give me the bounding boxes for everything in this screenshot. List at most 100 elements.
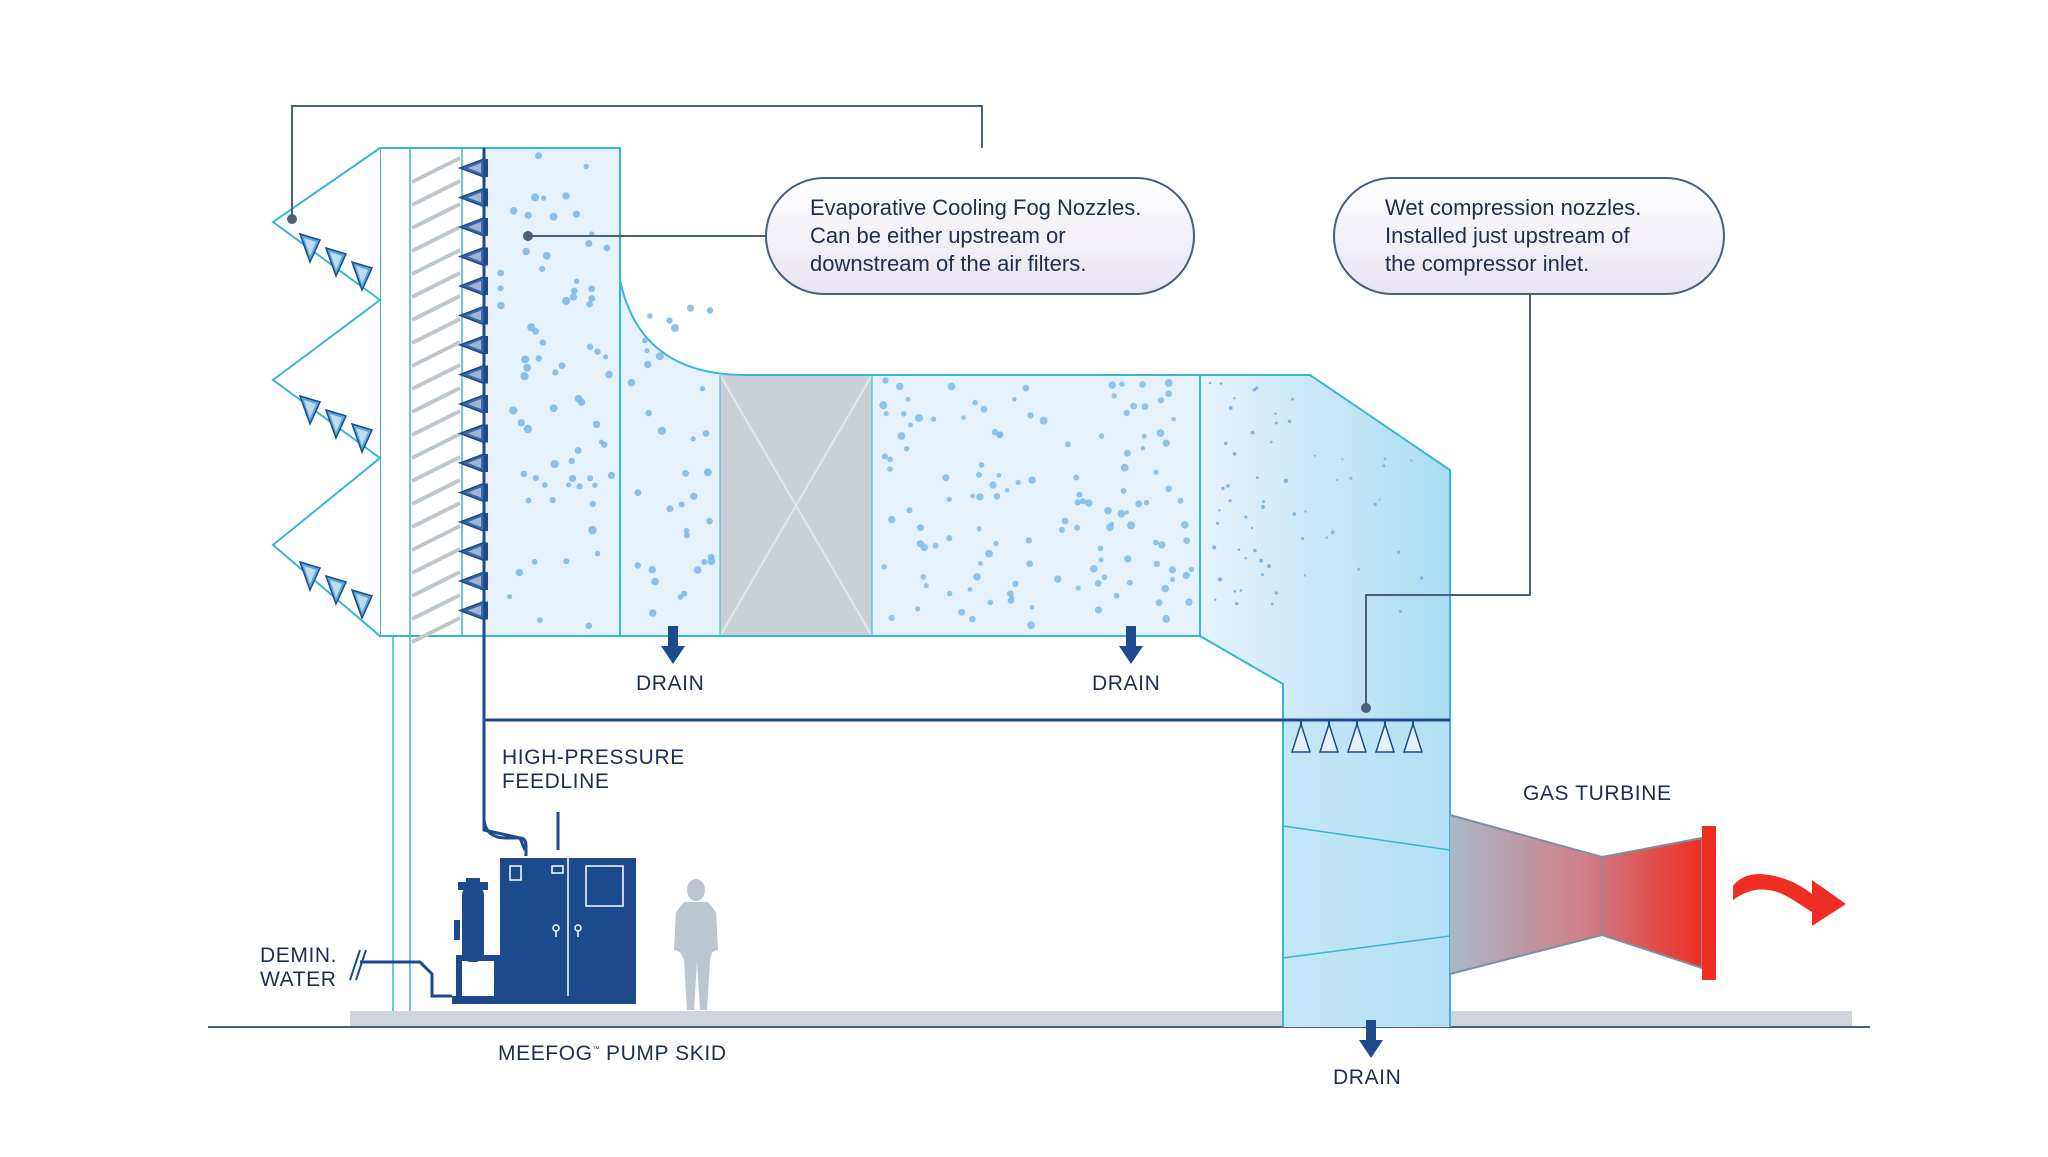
fog-droplet: [989, 481, 997, 489]
fog-droplet: [1127, 521, 1136, 530]
gas-turbine-label: GAS TURBINE: [1523, 782, 1672, 805]
feedline-label: HIGH-PRESSURE FEEDLINE: [502, 746, 685, 794]
fog-droplet: [1349, 476, 1353, 480]
fog-droplet: [603, 354, 609, 360]
fog-droplet: [961, 415, 966, 420]
fog-droplet: [644, 360, 652, 369]
fog-droplet: [882, 377, 889, 384]
hatch-line: [411, 570, 461, 598]
nozzle-mount: [484, 336, 488, 354]
nozzle-mount: [484, 188, 488, 207]
fog-droplet: [1274, 421, 1278, 425]
fog-droplet: [915, 414, 923, 422]
fog-droplet: [1244, 515, 1248, 519]
fog-droplet: [522, 247, 530, 256]
fog-droplet: [1226, 484, 1230, 488]
fog-droplets: [497, 152, 1424, 630]
fog-droplet: [1218, 509, 1221, 512]
fog-droplet: [693, 566, 702, 574]
fog-droplet: [601, 441, 608, 448]
fog-droplet: [1224, 441, 1228, 446]
wet-callout-leader: [1365, 294, 1531, 708]
fog-droplet: [648, 566, 656, 574]
gas-turbine-body: [1450, 815, 1702, 974]
fog-droplet: [1098, 557, 1104, 563]
hatch-line: [411, 593, 461, 621]
nozzle-highlight: [356, 266, 368, 284]
fog-droplet: [666, 505, 674, 513]
feedline-label-line-1: HIGH-PRESSURE: [502, 746, 685, 769]
fog-droplet: [562, 192, 570, 200]
fog-droplet: [1239, 589, 1243, 592]
fog-droplet: [1119, 381, 1125, 387]
fog-droplet: [1076, 491, 1083, 498]
nozzle-highlight: [468, 222, 481, 232]
fog-droplet: [1260, 505, 1265, 509]
fog-droplet: [1039, 416, 1048, 425]
fog-droplet: [1012, 396, 1017, 402]
fog-droplet: [987, 599, 994, 606]
fog-nozzles-callout: Evaporative Cooling Fog Nozzles. Can be …: [810, 194, 1141, 278]
fog-droplet: [1217, 577, 1223, 582]
vertical-duct-band-2: [1282, 935, 1451, 959]
fog-droplet: [1283, 478, 1289, 484]
fog-droplet: [1106, 523, 1114, 532]
fog-droplet: [549, 212, 558, 221]
fog-droplet: [1155, 599, 1163, 607]
pump-skid-label: MEEFOG™ PUMP SKID: [498, 1038, 727, 1066]
fog-droplet: [1274, 412, 1277, 415]
fog-droplet: [1111, 393, 1117, 399]
fog-droplet: [1022, 384, 1030, 392]
fog-droplet: [647, 313, 653, 319]
fog-droplet: [946, 535, 953, 542]
nozzle-icon: [1346, 721, 1368, 753]
fog-droplet: [985, 549, 993, 558]
nozzle-icon: [1402, 721, 1424, 753]
fog-droplet: [1101, 574, 1108, 581]
fog-droplet: [1270, 602, 1274, 606]
fog-droplet: [1233, 590, 1237, 593]
hatch-line: [411, 202, 461, 230]
fog-droplet: [1188, 566, 1195, 573]
fog-droplet: [687, 304, 695, 312]
fog-droplet: [1244, 557, 1248, 560]
fog-droplet: [1274, 591, 1279, 595]
nozzle-highlight: [330, 580, 342, 598]
fog-droplet: [558, 362, 566, 369]
nozzle-mount: [484, 306, 488, 325]
fog-droplet: [887, 456, 893, 463]
fog-droplet: [568, 474, 577, 482]
fog-droplet: [535, 152, 543, 160]
fog-droplet: [969, 615, 976, 623]
fog-droplet: [1130, 402, 1138, 410]
fog-droplet: [1168, 566, 1176, 574]
fog-droplet: [888, 515, 896, 524]
fog-droplet: [1330, 530, 1335, 534]
nozzle-highlight: [468, 399, 481, 409]
fog-droplet: [967, 587, 973, 592]
fog-droplet: [1108, 381, 1116, 389]
fog-droplet: [1074, 524, 1081, 531]
fog-droplet: [497, 301, 505, 310]
fog-droplet: [1015, 479, 1021, 485]
fog-droplet: [1085, 499, 1093, 507]
fog-droplet: [574, 447, 582, 454]
fog-droplet: [603, 244, 611, 252]
fog-droplet: [976, 493, 984, 501]
fog-droplet: [1396, 550, 1401, 554]
nozzle-icon: [1290, 721, 1312, 753]
fog-droplet: [1117, 509, 1126, 518]
fog-droplet: [1113, 592, 1120, 599]
nozzle-highlight: [468, 251, 481, 262]
fog-droplet: [1143, 499, 1150, 506]
fog-droplet: [586, 300, 593, 308]
fog-droplet: [568, 457, 575, 465]
fog-droplet: [634, 489, 642, 496]
down-arrow-icon: [1119, 626, 1143, 664]
fog-droplet: [917, 524, 925, 532]
feedline-curve: [482, 819, 528, 856]
fog-droplet: [589, 500, 596, 508]
fog-droplet: [1153, 560, 1161, 568]
fog-droplet: [588, 285, 596, 293]
